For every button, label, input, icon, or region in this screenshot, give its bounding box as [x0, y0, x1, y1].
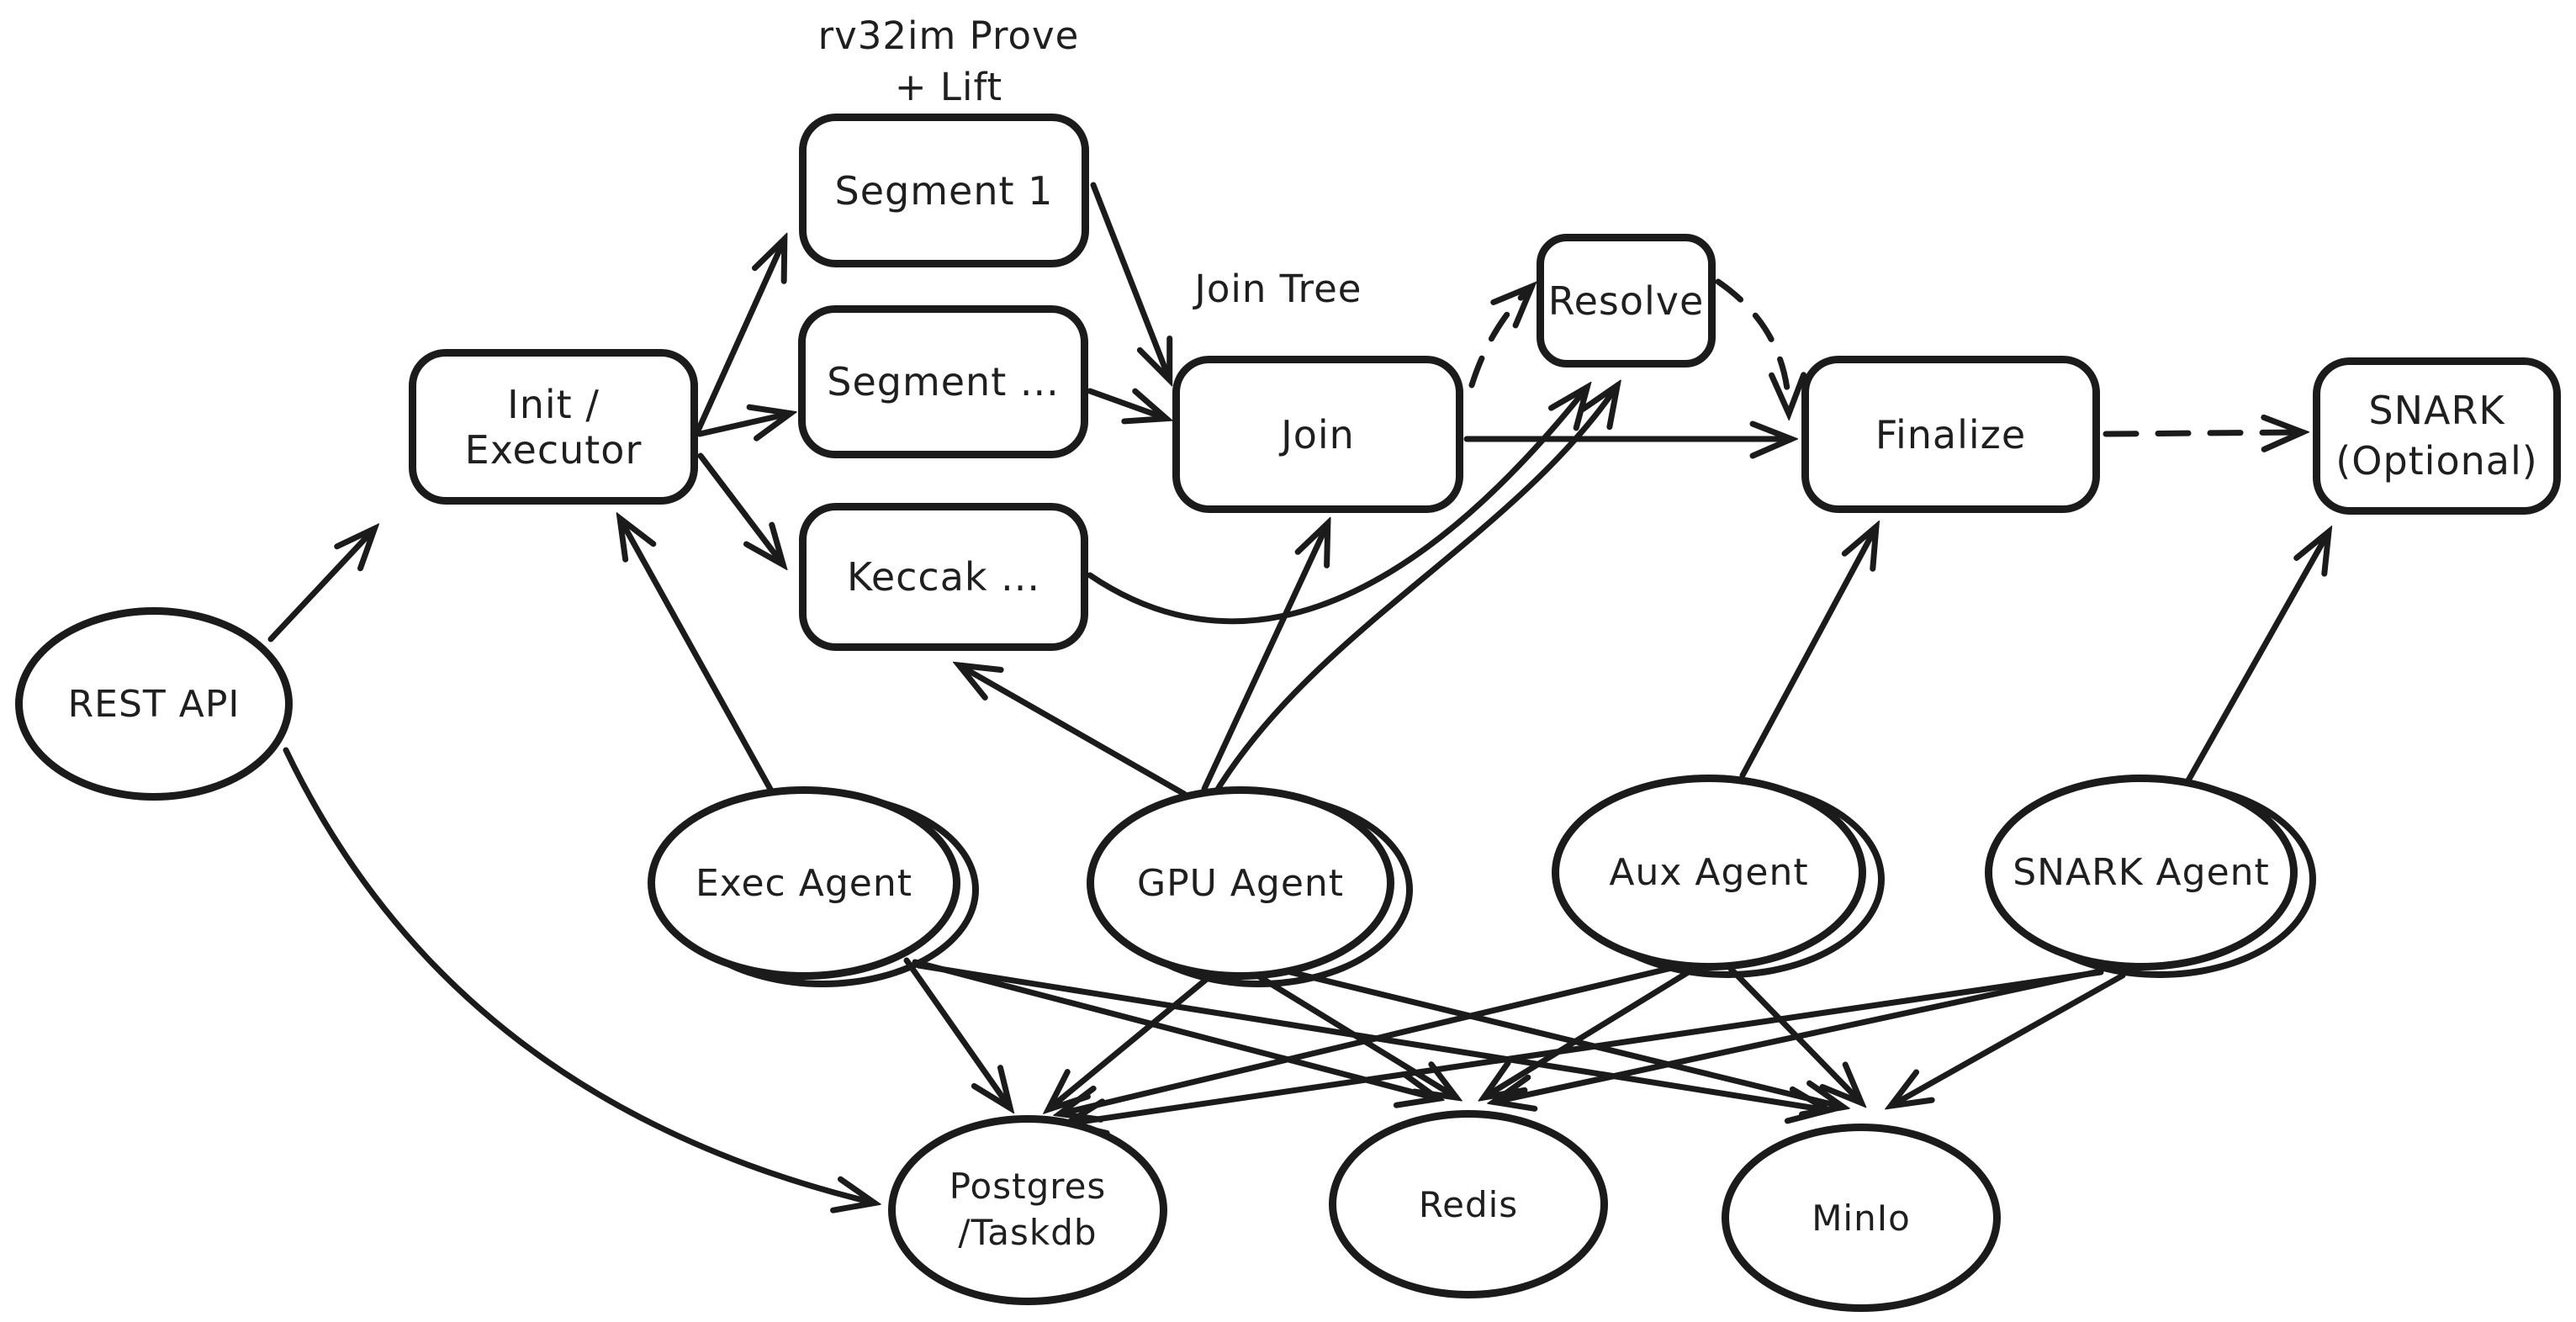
- edge-aux-agent-postgres: [1061, 964, 1679, 1113]
- node-snark-agent-label: SNARK Agent: [2013, 851, 2270, 894]
- node-segment-more-label: Segment ...: [827, 359, 1060, 405]
- node-snark-label-line1: SNARK: [2368, 387, 2505, 433]
- node-init-executor-label: Init / Executor: [464, 381, 643, 473]
- node-resolve-label: Resolve: [1547, 278, 1705, 324]
- edge-segment-more-join: [1087, 388, 1165, 418]
- rv32im-prove-lift-label: rv32im Prove + Lift: [789, 12, 1108, 113]
- node-snark-agent: SNARK Agent: [1985, 775, 2298, 970]
- node-postgres-label-line1: Postgres: [949, 1166, 1107, 1208]
- edge-gpu-agent-resolve: [1209, 387, 1616, 801]
- node-join-label: Join: [1281, 411, 1355, 457]
- node-rest-api-label: REST API: [67, 682, 241, 726]
- edge-init-segment-more: [696, 414, 789, 434]
- node-minio: MinIo: [1722, 1124, 2001, 1312]
- edge-rest-api-postgres: [283, 747, 873, 1203]
- node-finalize: Finalize: [1801, 356, 2100, 513]
- edge-snark-agent-snark: [2185, 533, 2328, 784]
- node-aux-agent-label: Aux Agent: [1609, 851, 1809, 894]
- edge-finalize-snark: [2103, 432, 2301, 434]
- edge-rest-api-init: [267, 530, 373, 642]
- node-redis-label: Redis: [1418, 1183, 1519, 1225]
- node-redis: Redis: [1329, 1110, 1608, 1298]
- edge-exec-agent-postgres: [903, 957, 1009, 1107]
- edge-resolve-finalize: [1715, 278, 1789, 412]
- node-postgres-taskdb: Postgres /Taskdb: [888, 1115, 1167, 1305]
- node-segment-more: Segment ...: [798, 305, 1088, 458]
- node-segment-1: Segment 1: [799, 114, 1089, 267]
- node-init-executor: Init / Executor: [409, 349, 698, 505]
- edge-snark-agent-minio: [1892, 972, 2126, 1105]
- node-resolve: Resolve: [1537, 234, 1716, 368]
- node-exec-agent: Exec Agent: [648, 786, 960, 980]
- node-join: Join: [1172, 356, 1463, 513]
- node-rest-api: REST API: [15, 607, 293, 801]
- edge-gpu-agent-keccak: [960, 666, 1187, 797]
- rv32im-label-line1: rv32im Prove: [817, 13, 1080, 59]
- node-gpu-agent-label: GPU Agent: [1136, 861, 1345, 905]
- edge-gpu-agent-minio: [1260, 962, 1842, 1107]
- edge-aux-agent-finalize: [1739, 528, 1875, 779]
- node-snark-optional: SNARK (Optional): [2313, 357, 2561, 515]
- node-snark-label-line2: (Optional): [2335, 437, 2538, 484]
- edge-exec-agent-redis: [912, 959, 1436, 1098]
- edge-join-resolve: [1468, 288, 1531, 389]
- edge-gpu-agent-redis: [1243, 965, 1455, 1097]
- edge-gpu-agent-postgres: [1050, 964, 1225, 1108]
- edge-init-keccak: [697, 452, 782, 563]
- rv32im-label-line2: + Lift: [894, 65, 1003, 109]
- node-aux-agent: Aux Agent: [1552, 775, 1866, 970]
- node-minio-label: MinIo: [1812, 1197, 1911, 1239]
- edge-snark-agent-redis: [1495, 969, 2099, 1102]
- edge-snark-agent-postgres: [1068, 969, 2104, 1124]
- node-keccak-label: Keccak ...: [846, 554, 1041, 600]
- edge-segment1-join: [1090, 182, 1169, 378]
- edge-init-segment1: [695, 241, 784, 434]
- node-keccak: Keccak ...: [799, 503, 1088, 651]
- node-exec-agent-label: Exec Agent: [696, 861, 912, 905]
- node-finalize-label: Finalize: [1875, 411, 2027, 457]
- node-gpu-agent: GPU Agent: [1087, 786, 1394, 980]
- edge-gpu-agent-join: [1201, 525, 1327, 792]
- edge-exec-agent-init: [621, 520, 775, 796]
- node-segment-1-label: Segment 1: [834, 167, 1054, 214]
- edge-keccak-resolve: [1087, 389, 1586, 625]
- node-postgres-label-line2: /Taskdb: [958, 1212, 1098, 1253]
- join-tree-label: Join Tree: [1194, 266, 1362, 311]
